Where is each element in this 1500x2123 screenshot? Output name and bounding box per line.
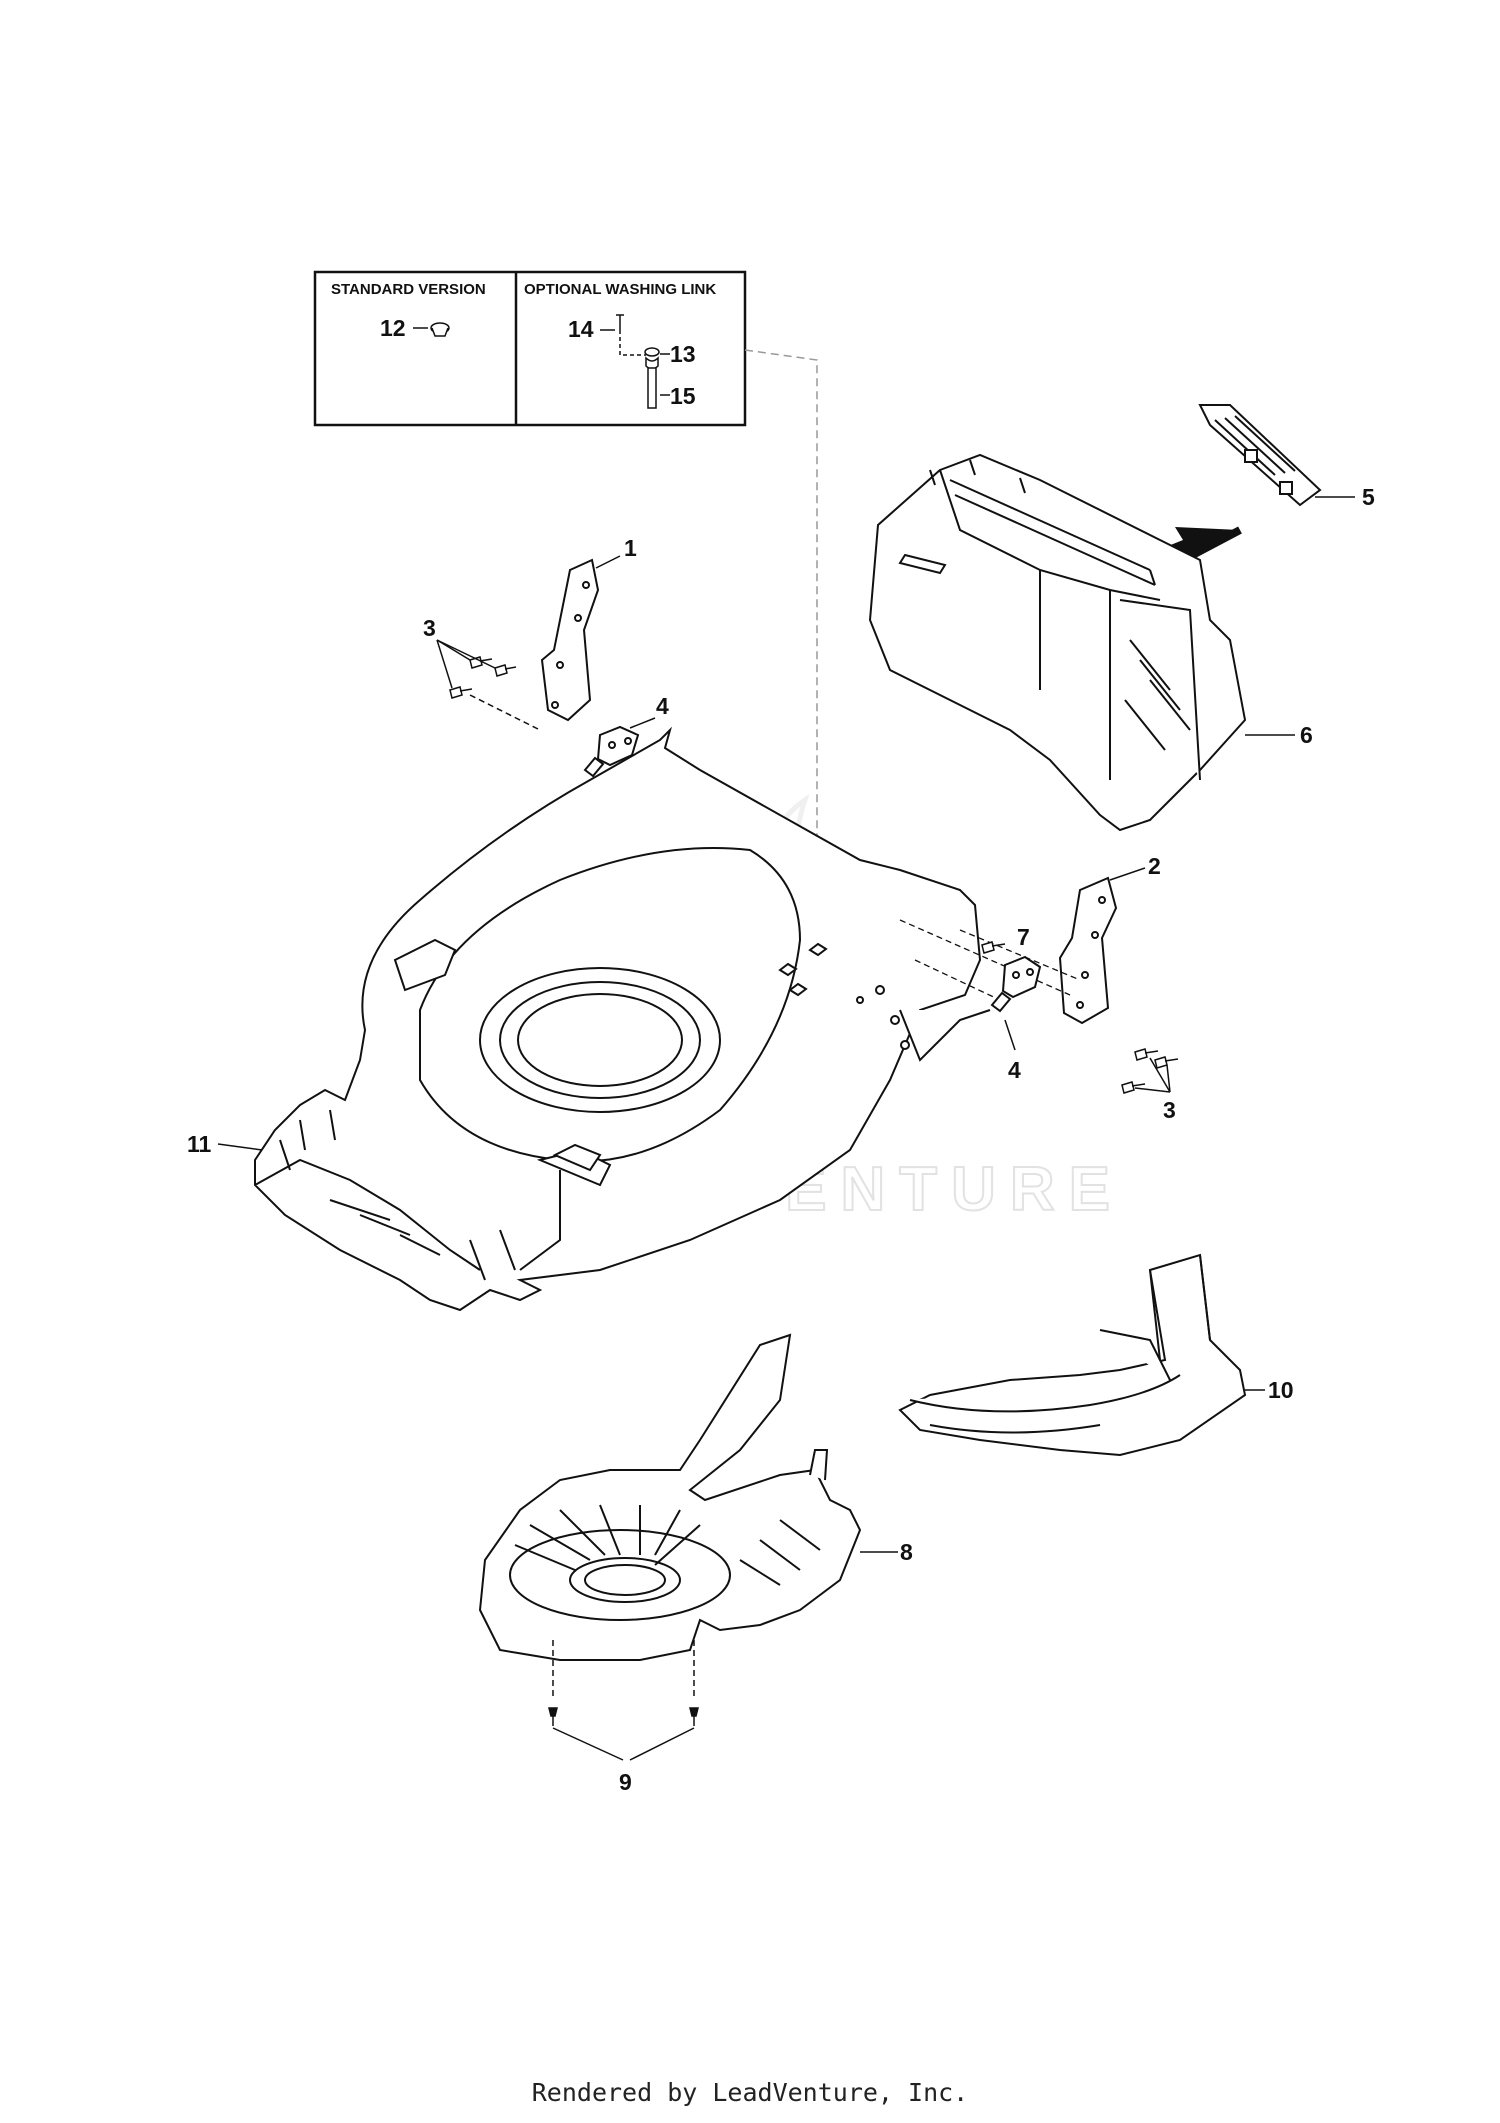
part-12-plug bbox=[413, 322, 450, 337]
callout-12: 12 bbox=[380, 315, 406, 341]
part-2-bracket bbox=[1058, 876, 1118, 1025]
callout-13: 13 bbox=[670, 341, 696, 367]
callout-10: 10 bbox=[1268, 1377, 1294, 1403]
callout-7: 7 bbox=[1017, 924, 1030, 950]
assembly-leader-right bbox=[899, 919, 1081, 1001]
callout-5: 5 bbox=[1362, 484, 1375, 510]
part-1-bracket bbox=[540, 558, 600, 722]
callout-3-right: 3 bbox=[1163, 1097, 1176, 1123]
callout-6: 6 bbox=[1300, 722, 1313, 748]
callout-4-right: 4 bbox=[1008, 1057, 1021, 1083]
part-10-mulch-plug bbox=[898, 1253, 1247, 1457]
part-11-mower-deck bbox=[254, 726, 991, 1312]
callout-1: 1 bbox=[624, 535, 637, 561]
callout-3-left: 3 bbox=[423, 615, 436, 641]
inset-box: STANDARD VERSION OPTIONAL WASHING LINK 1… bbox=[313, 270, 747, 427]
callout-4-left: 4 bbox=[656, 693, 669, 719]
part-6-grassbag-frame bbox=[868, 453, 1247, 832]
part-9-screws bbox=[548, 1640, 699, 1761]
standard-version-header: STANDARD VERSION bbox=[331, 281, 486, 298]
washing-link-parts bbox=[600, 314, 670, 409]
callout-2: 2 bbox=[1148, 853, 1161, 879]
callout-11: 11 bbox=[187, 1131, 212, 1157]
callout-9: 9 bbox=[619, 1769, 632, 1795]
part-8-baffle bbox=[478, 1333, 862, 1661]
part-7-screw bbox=[981, 941, 1006, 954]
part-3-screws-left bbox=[436, 639, 541, 731]
part-3-screws-right bbox=[1121, 1048, 1179, 1094]
part-5-cover bbox=[1198, 404, 1322, 507]
part-4-hinge-right bbox=[990, 955, 1042, 1013]
part-4-hinge-left bbox=[583, 725, 640, 778]
optional-washing-link-header: OPTIONAL WASHING LINK bbox=[524, 281, 716, 298]
callout-14: 14 bbox=[568, 316, 594, 342]
callout-15: 15 bbox=[670, 383, 696, 409]
callout-8: 8 bbox=[900, 1539, 913, 1565]
footer-credit: Rendered by LeadVenture, Inc. bbox=[531, 2078, 969, 2107]
